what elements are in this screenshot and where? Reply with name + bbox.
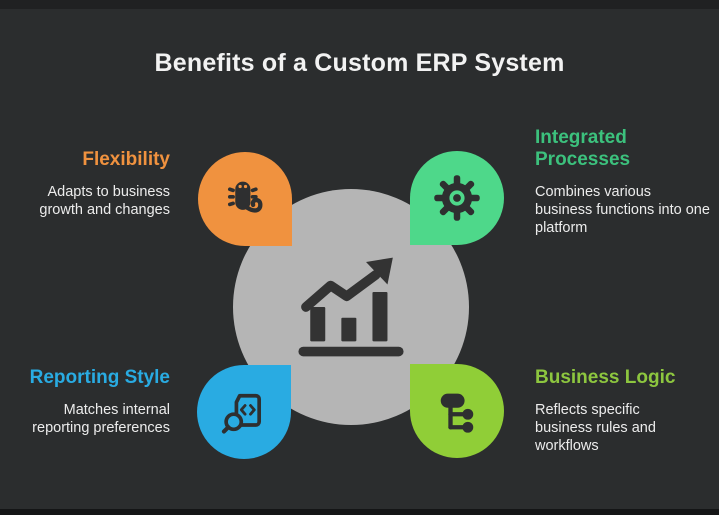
gear-icon — [434, 175, 480, 221]
flowchart-branch-icon — [440, 393, 474, 433]
benefit-reporting-style: Reporting Style Matches internal reporti… — [14, 367, 170, 438]
benefit-flexibility: Flexibility Adapts to business growth an… — [18, 149, 170, 220]
benefit-title: Integrated Processes — [535, 127, 631, 170]
benefit-title: Business Logic — [535, 367, 676, 388]
benefit-description: Combines various business functions into… — [535, 183, 710, 236]
benefit-title: Flexibility — [82, 149, 170, 170]
business-logic-blob — [410, 364, 504, 458]
benefit-description: Matches internal reporting preferences — [32, 401, 170, 436]
top-border-strip — [0, 0, 719, 9]
reporting-style-blob — [197, 365, 291, 459]
benefit-title: Reporting Style — [29, 367, 170, 388]
flexibility-blob — [198, 152, 292, 246]
benefit-description: Reflects specific business rules and wor… — [535, 401, 656, 454]
benefit-description: Adapts to business growth and changes — [39, 183, 170, 218]
code-document-search-icon — [221, 393, 262, 434]
integrated-processes-blob — [410, 151, 504, 245]
page-title: Benefits of a Custom ERP System — [154, 49, 565, 77]
caterpillar-icon — [227, 181, 263, 213]
benefit-integrated-processes: Integrated Processes Combines various bu… — [535, 127, 710, 238]
bar-chart-growth-icon — [298, 257, 404, 357]
benefit-business-logic: Business Logic Reflects specific busines… — [535, 367, 695, 456]
bottom-border-strip — [0, 509, 719, 515]
